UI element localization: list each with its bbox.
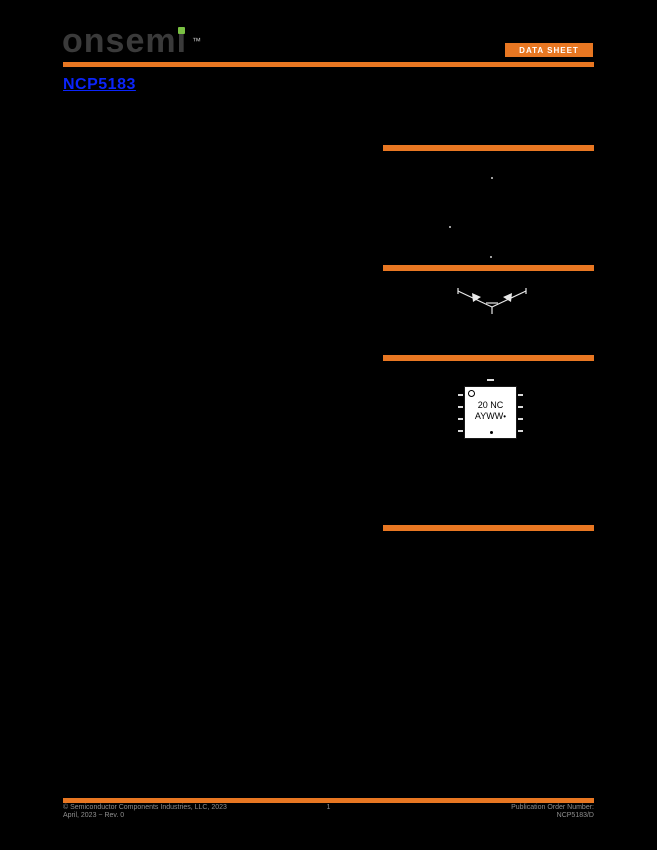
- package-pin-tick: [458, 394, 463, 396]
- package-pin-tick: [458, 406, 463, 408]
- section-rule-4: [383, 525, 594, 531]
- package-pin-tick: [518, 418, 523, 420]
- marking-bottom-dot: [490, 431, 493, 434]
- marking-line-2: AYWW•: [474, 411, 507, 421]
- package-pin-tick: [518, 406, 523, 408]
- package-pin-tick: [458, 418, 463, 420]
- feature-bullet-dot: [491, 177, 493, 179]
- feature-bullet-dot: [449, 226, 451, 228]
- dual-diode-figure: [457, 288, 527, 314]
- revision-line: April, 2023 − Rev. 0: [63, 812, 125, 819]
- logo-green-dot-icon: [178, 27, 185, 34]
- publication-label: Publication Order Number:: [511, 804, 594, 811]
- marking-line-1: 20 NC: [477, 400, 504, 410]
- header-divider-rule: [63, 62, 594, 67]
- section-rule-3: [383, 355, 594, 361]
- footer-page-number: 1: [326, 804, 331, 811]
- package-pin-tick: [487, 379, 494, 381]
- logo-text: onsemi: [62, 22, 188, 60]
- feature-bullet-dot: [490, 256, 492, 258]
- diode-arrow-right: [503, 293, 512, 302]
- publication-number: NCP5183/D: [556, 812, 594, 819]
- pin1-indicator-icon: [468, 390, 475, 397]
- package-outline-drawing: 20 NC AYWW•: [464, 386, 517, 439]
- section-rule-2: [383, 265, 594, 271]
- trademark-symbol: ™: [192, 36, 202, 46]
- package-marking-text: 20 NC AYWW•: [465, 400, 516, 422]
- copyright-line: © Semiconductor Components Industries, L…: [63, 804, 227, 811]
- onsemi-logo: onsemi ™: [62, 22, 201, 60]
- package-pin-tick: [518, 394, 523, 396]
- section-rule-1: [383, 145, 594, 151]
- footer-divider-rule: [63, 798, 594, 803]
- footer-copyright: © Semiconductor Components Industries, L…: [63, 804, 227, 820]
- part-number-title[interactable]: NCP5183: [63, 76, 136, 93]
- footer-publication: Publication Order Number: NCP5183/D: [511, 804, 594, 820]
- diode-arrow-left: [472, 293, 481, 302]
- package-pin-tick: [518, 430, 523, 432]
- marking-dot: •: [503, 412, 507, 421]
- datasheet-badge: DATA SHEET: [505, 43, 593, 57]
- package-pin-tick: [458, 430, 463, 432]
